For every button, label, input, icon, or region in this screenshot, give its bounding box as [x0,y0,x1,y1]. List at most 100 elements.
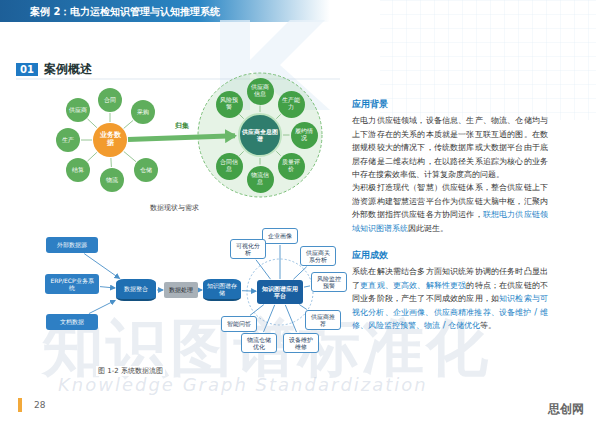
node-circle: 采购 [131,100,155,124]
node-text: 结算 [72,166,84,173]
connector-line [110,113,111,122]
connector-line [110,158,112,167]
node-text: 供应商关系分析 [304,249,332,263]
node-text: 外部数据源 [57,241,87,248]
node-box: 智能问答 [221,316,257,332]
header-bar [0,0,330,22]
heading-block: 应用成效 [352,249,548,262]
connector-line [199,290,202,291]
connector-line [242,290,256,292]
node-circle: 履约情况 [291,122,318,149]
node-text: 智能问答 [227,320,251,327]
paragraph: 在电力供应链领域，设备信息、生产、物流、仓储均与上下游存在的关系的本质就是一张互… [352,115,548,179]
node-text: 生产 [62,136,74,143]
node-circle: 业务数据 [93,123,127,157]
node-text: 供应商信息 [250,84,270,97]
figure-caption: 图 1-2 系统数据流图 [96,366,165,376]
node-box: 知识图谱存储 [203,279,241,301]
connector-line [239,151,243,155]
node-circle: 合同 [98,88,122,112]
logo-text: 思创网 [548,401,584,418]
text-column: 应用背景在电力供应链领域，设备信息、生产、物流、仓储均与上下游存在的关系的本质就… [352,94,548,333]
node-text: 数据处理 [169,286,193,293]
connector-line [283,135,290,136]
node-text: 物流仓储优化 [245,336,273,350]
connector-line [276,114,280,118]
node-circle: 合同信息 [216,153,243,180]
node-text: 物流 [106,176,118,183]
node-text: 文档数据 [60,318,84,325]
page-title: 案例 2：电力运检知识管理与认知推理系统 [30,5,220,19]
node-text: 可视化分析 [234,242,262,256]
node-box: 设备维护维修 [283,333,319,353]
node-text: 合同信息 [219,159,239,172]
connector-line [239,114,243,118]
node-box: 风险监控预警 [311,272,347,292]
connector-line [88,119,97,128]
connector-line [88,152,97,161]
connector-line [260,106,261,113]
paragraph-block: 在电力供应链领域，设备信息、生产、物流、仓储均与上下游存在的关系的本质就是一张互… [352,114,548,181]
node-box: 数据整合 [116,279,156,301]
node-text: 生产能力 [281,97,301,110]
paragraph-text: 等。 [480,320,496,330]
node-text: 知识图谱存储 [207,282,237,296]
node-circle: 物流信息 [247,166,274,193]
connector-line [124,152,136,162]
connector-line [157,290,163,291]
node-circle: 结算 [66,158,90,182]
section-number: 01 [16,63,38,76]
node-circle: 生产 [56,128,80,152]
page-number: 28 [34,400,45,410]
section-heading: 应用背景 [352,99,388,109]
node-text: 供应商推荐 [309,313,337,327]
node-text: 仓储 [140,166,152,173]
node-text: 物流信息 [250,172,270,185]
node-circle: 仓储 [134,158,158,182]
node-box: ERP/ECP业务系统 [45,274,99,294]
highlight-text: 更直观、更高效、解释性更强 [360,280,466,290]
node-text: 业务数据 [97,132,123,148]
node-circle: 供应商信息 [247,78,274,105]
node-box: 可视化分析 [230,239,266,259]
node-text: 供应商全息图谱 [241,128,279,142]
connector-line [299,305,307,310]
paragraph-text: 因此诞生。 [408,223,448,233]
node-text: 履约情况 [294,128,314,141]
paragraph-block: 为积极打造现代（智慧）供应链体系，整合供应链上下游资源构建智慧运营平台作为供应链… [352,181,548,235]
page-bar [18,398,22,412]
node-text: 合同 [104,96,116,103]
node-circle: 生产能力 [278,91,305,118]
node-text: 知识图谱应用平台 [261,285,299,299]
section-heading: 应用成效 [352,250,388,260]
node-text: 风险预警 [219,97,239,110]
connector-line [276,151,280,155]
node-text: 企业画像 [268,232,292,239]
node-text: 数据整合 [124,285,148,292]
node-circle: 供应商 [66,98,90,122]
paragraph-block: 系统在解决需结合多方面知识统筹协调的任务时凸显出了更直观、更高效、解释性更强的特… [352,265,548,332]
section-rule [16,79,340,80]
connector-line [260,158,261,165]
node-box: 企业画像 [262,228,298,244]
node-box: 文档数据 [46,314,98,330]
connector-line [100,287,115,288]
watermark: Knowledge Graph Standardization [58,374,428,395]
connector-line [81,140,92,141]
node-circle: 物流 [100,168,124,192]
node-box: 供应商推荐 [305,310,341,330]
node-text: 供应商 [69,106,87,113]
node-text: 质量评价 [281,159,301,172]
node-circle: 质量评价 [278,153,305,180]
flow-arrow [128,136,235,140]
connector-line [280,245,281,279]
figure-caption: 数据现状与需求 [150,204,199,213]
edge-label: 归集 [173,123,191,131]
node-box: 外部数据源 [46,237,98,253]
section-title: 案例概述 [44,62,92,77]
node-text: 设备维护维修 [287,336,315,350]
connector-line [304,286,310,287]
node-circle: 供应商全息图谱 [238,113,282,157]
bg-grid [380,0,596,120]
node-box: 物流仓储优化 [241,333,277,353]
